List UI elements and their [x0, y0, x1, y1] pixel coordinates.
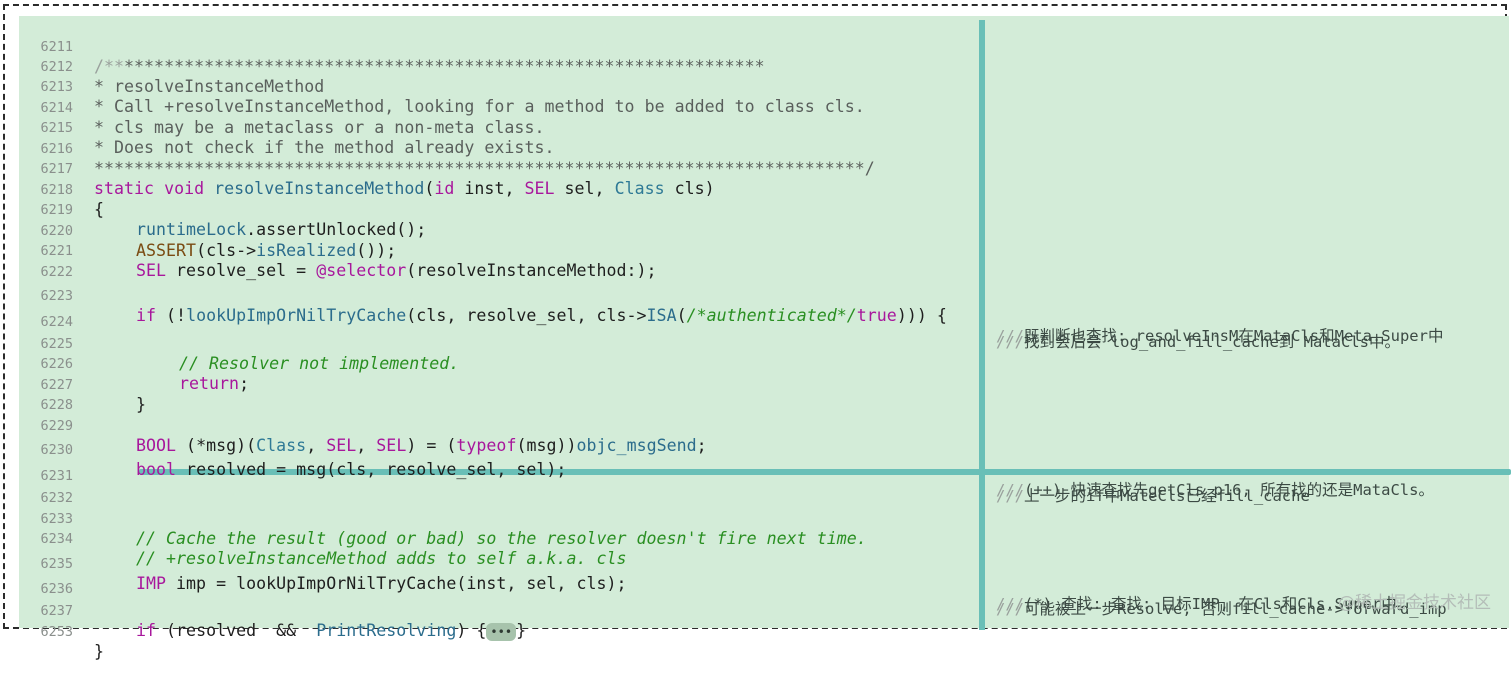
code-line: 6229 BOOL (*msg)(Class, SEL, SEL) = (typ…: [19, 396, 706, 455]
code-line: 6228: [19, 375, 77, 413]
annotation: ///上一步的if中MateCls已经fill_cache: [996, 487, 1310, 505]
horizontal-divider: [139, 469, 1511, 475]
line-number: 6225: [40, 336, 73, 352]
code-line: 6215 * Does not check if the method alre…: [19, 98, 554, 157]
line-number: 6236: [40, 581, 73, 597]
line-number: 6237: [40, 603, 73, 619]
line-number: 6214: [40, 100, 73, 116]
code-line: 6234 // +resolveInstanceMethod adds to s…: [19, 509, 626, 568]
line-number: 6231: [40, 468, 73, 484]
code-line: 6237 if (resolved && PrintResolving) {••…: [19, 581, 526, 641]
code-line: 6225 // Resolver not implemented.: [19, 314, 459, 373]
code-line: 6220 ASSERT(cls->isRealized());: [19, 201, 396, 260]
line-number: 6228: [40, 397, 73, 413]
watermark: @稀土掘金技术社区: [1338, 593, 1491, 613]
code-line: 6227 }: [19, 355, 146, 414]
doc-comment: * cls may be a metaclass or a non-meta c…: [94, 118, 545, 137]
code-line: 6222: [19, 242, 77, 280]
line-number: 6213: [40, 79, 73, 95]
function-name: resolveInstanceMethod: [214, 179, 425, 198]
code-line: 6218 {: [19, 160, 104, 219]
code-line: 6224 ///找到会后会 log_and_fill_cache到 MataCl…: [19, 292, 1399, 351]
code-line: 6214 * cls may be a metaclass or a non-m…: [19, 78, 544, 137]
doc-comment: ****************************************…: [94, 159, 875, 178]
code-line: 6233 // Cache the result (good or bad) s…: [19, 489, 866, 548]
line-number: 6227: [40, 377, 73, 393]
code-line: 6221 SEL resolve_sel = @selector(resolve…: [19, 221, 656, 280]
doc-comment: * resolveInstanceMethod: [94, 77, 325, 96]
line-number: 6221: [40, 243, 73, 259]
code-line: 6230 bool resolved = msg(cls, resolve_se…: [19, 420, 1433, 499]
code-line: 6236 ///可能被上一步Resolve, 否则fill_cache->for…: [19, 559, 1446, 618]
line-number: 6211: [40, 39, 73, 55]
code-line: 6235 IMP imp = lookUpImpOrNilTryCache(in…: [19, 534, 1412, 613]
annotation: ///可能被上一步Resolve, 否则fill_cache->forward_…: [996, 600, 1447, 618]
code-line: 6217 static void resolveInstanceMethod(i…: [19, 139, 714, 198]
line-number: 6215: [40, 120, 73, 136]
line-number: 6230: [40, 442, 73, 458]
code-line: 6212 * resolveInstanceMethod: [19, 37, 324, 96]
code-line: 6223 if (!lookUpImpOrNilTryCache(cls, re…: [19, 266, 1443, 345]
line-number: 6232: [40, 490, 73, 506]
line-number: 6222: [40, 264, 73, 280]
line-number: 6235: [40, 556, 73, 572]
code-editor: 6211 /**********************************…: [19, 16, 1511, 661]
annotation: ///(++) 快速查找先getCls_p16, 所有找的还是MataCls。: [996, 481, 1434, 499]
line-number: 6212: [40, 59, 73, 75]
screenshot-frame: 6211 /**********************************…: [3, 4, 1511, 661]
code-fold-button[interactable]: •••: [486, 622, 517, 641]
doc-comment: * Does not check if the method already e…: [94, 138, 555, 157]
line-number: 6229: [40, 418, 73, 434]
line-number: 6224: [40, 314, 73, 330]
line-number: 6253: [40, 624, 73, 640]
line-number: 6219: [40, 202, 73, 218]
line-number: 6217: [40, 161, 73, 177]
code-line: 6213 * Call +resolveInstanceMethod, look…: [19, 57, 864, 116]
annotation: ///找到会后会 log_and_fill_cache到 MataCls中。: [996, 333, 1400, 351]
line-number: 6234: [40, 531, 73, 547]
line-number: 6218: [40, 182, 73, 198]
comment-open: /**: [94, 57, 125, 76]
code-line: 6253 }: [19, 602, 104, 661]
code-line: 6219 runtimeLock.assertUnlocked();: [19, 180, 426, 239]
annotation: ///(*) 查找: 查找: 目标IMP, 在Cls和Cls.Super中。: [996, 595, 1413, 613]
line-number: 6220: [40, 223, 73, 239]
doc-comment: * Call +resolveInstanceMethod, looking f…: [94, 97, 865, 116]
annotation: ///既判断也查找: resolveInsM在MataCls和Meta.Supe…: [996, 327, 1444, 345]
line-number: 6216: [40, 141, 73, 157]
line-number: 6233: [40, 511, 73, 527]
line-number: 6226: [40, 356, 73, 372]
comment-stars: ****************************************…: [124, 57, 765, 76]
code-line: 6216 ***********************************…: [19, 119, 874, 178]
code-line: 6231 ///上一步的if中MateCls已经fill_cache: [19, 446, 1309, 505]
vertical-divider: [979, 20, 985, 630]
code-line: 6211 /**********************************…: [19, 17, 764, 76]
line-number: 6223: [40, 288, 73, 304]
code-line: 6226 return;: [19, 334, 249, 393]
code-line: 6232: [19, 468, 77, 506]
